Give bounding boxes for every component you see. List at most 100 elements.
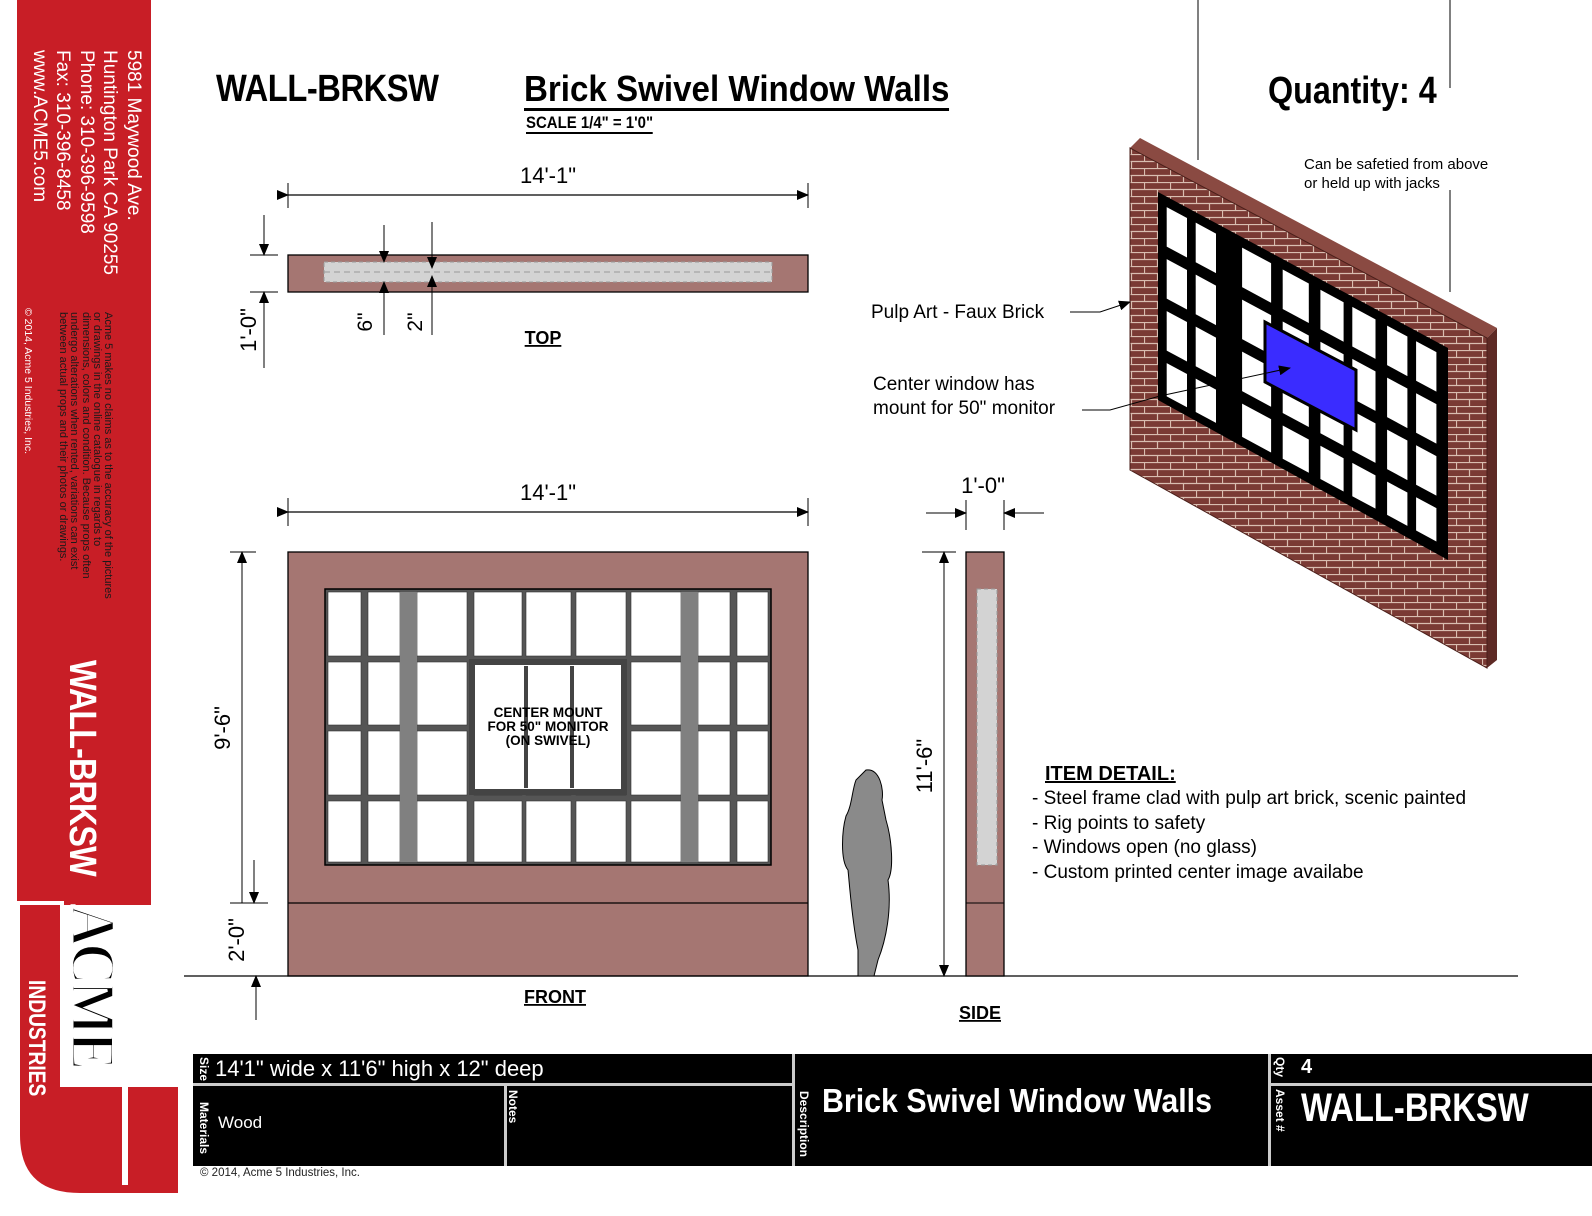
iso-window-pane — [1195, 274, 1216, 326]
iso-window-pane — [1166, 311, 1187, 362]
item-detail-heading: ITEM DETAIL: — [1045, 763, 1176, 785]
window-pane — [416, 730, 468, 796]
top-view — [250, 183, 809, 368]
iso-window-pane — [1416, 393, 1437, 444]
brand-sidebar — [17, 0, 151, 905]
window-pane — [736, 591, 769, 657]
isometric-view — [1070, 0, 1497, 669]
item-detail-entry: - Steel frame clad with pulp art brick, … — [1032, 788, 1467, 809]
materials-value: Wood — [218, 1113, 263, 1132]
front-view — [184, 498, 1518, 1020]
iso-window-pane — [1242, 403, 1272, 453]
top-inner-dim-6: 6" — [354, 312, 377, 331]
item-detail-entry: - Windows open (no glass) — [1032, 837, 1257, 858]
iso-window-pane — [1387, 377, 1408, 429]
description-value: Brick Swivel Window Walls — [822, 1082, 1213, 1119]
window-mullion — [681, 592, 698, 862]
top-inner-dim-2: 2" — [404, 312, 427, 331]
window-pane — [327, 730, 362, 796]
side-depth-dim: 1'-0" — [961, 473, 1005, 498]
front-upper-height-dim: 9'-6" — [210, 706, 235, 750]
scale-note: SCALE 1/4" = 1'0" — [526, 113, 654, 134]
divider — [504, 1083, 507, 1166]
acme5-logo — [16, 901, 182, 1195]
iso-window-pane — [1416, 445, 1437, 496]
monitor-screen — [1263, 319, 1358, 433]
side-steel-frame — [976, 588, 998, 866]
window-pane — [327, 591, 362, 657]
page-title: Brick Swivel Window Walls — [524, 68, 950, 111]
iso-window-pane — [1352, 410, 1376, 463]
notes-label: Notes — [506, 1090, 520, 1124]
wall-side-edge — [1487, 328, 1497, 668]
window-pane — [367, 730, 401, 796]
monitor-callout-1: Center window has — [873, 374, 1035, 395]
item-detail-entry: - Rig points to safety — [1032, 812, 1206, 834]
iso-window-pane — [1282, 269, 1309, 324]
brick-callout: Pulp Art - Faux Brick — [871, 302, 1045, 323]
center-monitor-mount — [469, 659, 627, 795]
window-mullion — [400, 592, 417, 862]
iso-window-pane — [1195, 222, 1216, 274]
window-pane — [697, 730, 731, 796]
top-width-dim: 14'-1" — [520, 163, 576, 188]
wall-top-edge — [1130, 138, 1497, 338]
window-pane — [736, 800, 769, 863]
window-pane — [575, 591, 627, 657]
iso-window-pane — [1320, 289, 1344, 342]
window-pane — [525, 800, 572, 863]
iso-window-pane — [1387, 429, 1408, 481]
window-pane — [473, 591, 523, 657]
window-pane — [630, 661, 682, 726]
iso-window-pane — [1320, 445, 1344, 492]
window-pane — [416, 661, 468, 726]
asset-code-heading: WALL-BRKSW — [216, 68, 439, 110]
safety-note-1: Can be safetied from above — [1304, 156, 1488, 173]
human-scale-silhouette — [842, 769, 893, 977]
item-detail-list: - Steel frame clad with pulp art brick, … — [1032, 787, 1466, 885]
side-view-label: SIDE — [959, 1003, 1001, 1023]
window-pane — [367, 591, 401, 657]
window-pane — [416, 591, 468, 657]
iso-window-pane — [1195, 378, 1216, 423]
window-pane — [525, 591, 572, 657]
window-pane — [630, 800, 682, 863]
side-view — [922, 500, 1044, 977]
center-mount-note-2: FOR 50" MONITOR — [488, 719, 609, 734]
side-height-dim: 11'-6" — [912, 739, 937, 793]
size-value: 14'1" wide x 11'6" high x 12" deep — [215, 1056, 544, 1081]
iso-window-pane — [1195, 326, 1216, 378]
title-block: Size 14'1" wide x 11'6" high x 12" deep … — [193, 1054, 1592, 1166]
iso-window-pane — [1352, 306, 1376, 359]
iso-window-pane — [1416, 341, 1437, 392]
front-base-height-dim: 2'-0" — [224, 918, 249, 962]
quantity-heading: Quantity: 4 — [1268, 70, 1437, 112]
window-pane — [697, 661, 731, 726]
front-width-dim: 14'-1" — [520, 480, 576, 505]
safety-note-2: or held up with jacks — [1304, 175, 1440, 192]
iso-window-pane — [1352, 358, 1376, 411]
iso-window-pane — [1282, 425, 1309, 473]
iso-window-pane — [1242, 247, 1272, 303]
divider — [1268, 1054, 1271, 1166]
window-pane — [697, 591, 731, 657]
iso-window-pane — [1387, 481, 1408, 526]
top-view-label: TOP — [525, 328, 562, 348]
divider — [792, 1054, 795, 1166]
window-pane — [736, 661, 769, 726]
iso-window-pane — [1166, 363, 1187, 408]
qty-label: Qty — [1273, 1057, 1287, 1078]
footer-copyright: © 2014, Acme 5 Industries, Inc. — [200, 1167, 360, 1179]
window-pane — [736, 730, 769, 796]
iso-window-pane — [1166, 207, 1187, 258]
iso-window-pane — [1166, 259, 1187, 310]
asset-label: Asset # — [1273, 1089, 1287, 1132]
window-pane — [327, 661, 362, 726]
iso-window-pane — [1352, 462, 1376, 509]
window-pane — [630, 730, 682, 796]
monitor-callout-2: mount for 50" monitor — [873, 398, 1056, 419]
size-label: Size — [197, 1057, 211, 1082]
window-pane — [575, 800, 627, 863]
window-pane — [697, 800, 731, 863]
